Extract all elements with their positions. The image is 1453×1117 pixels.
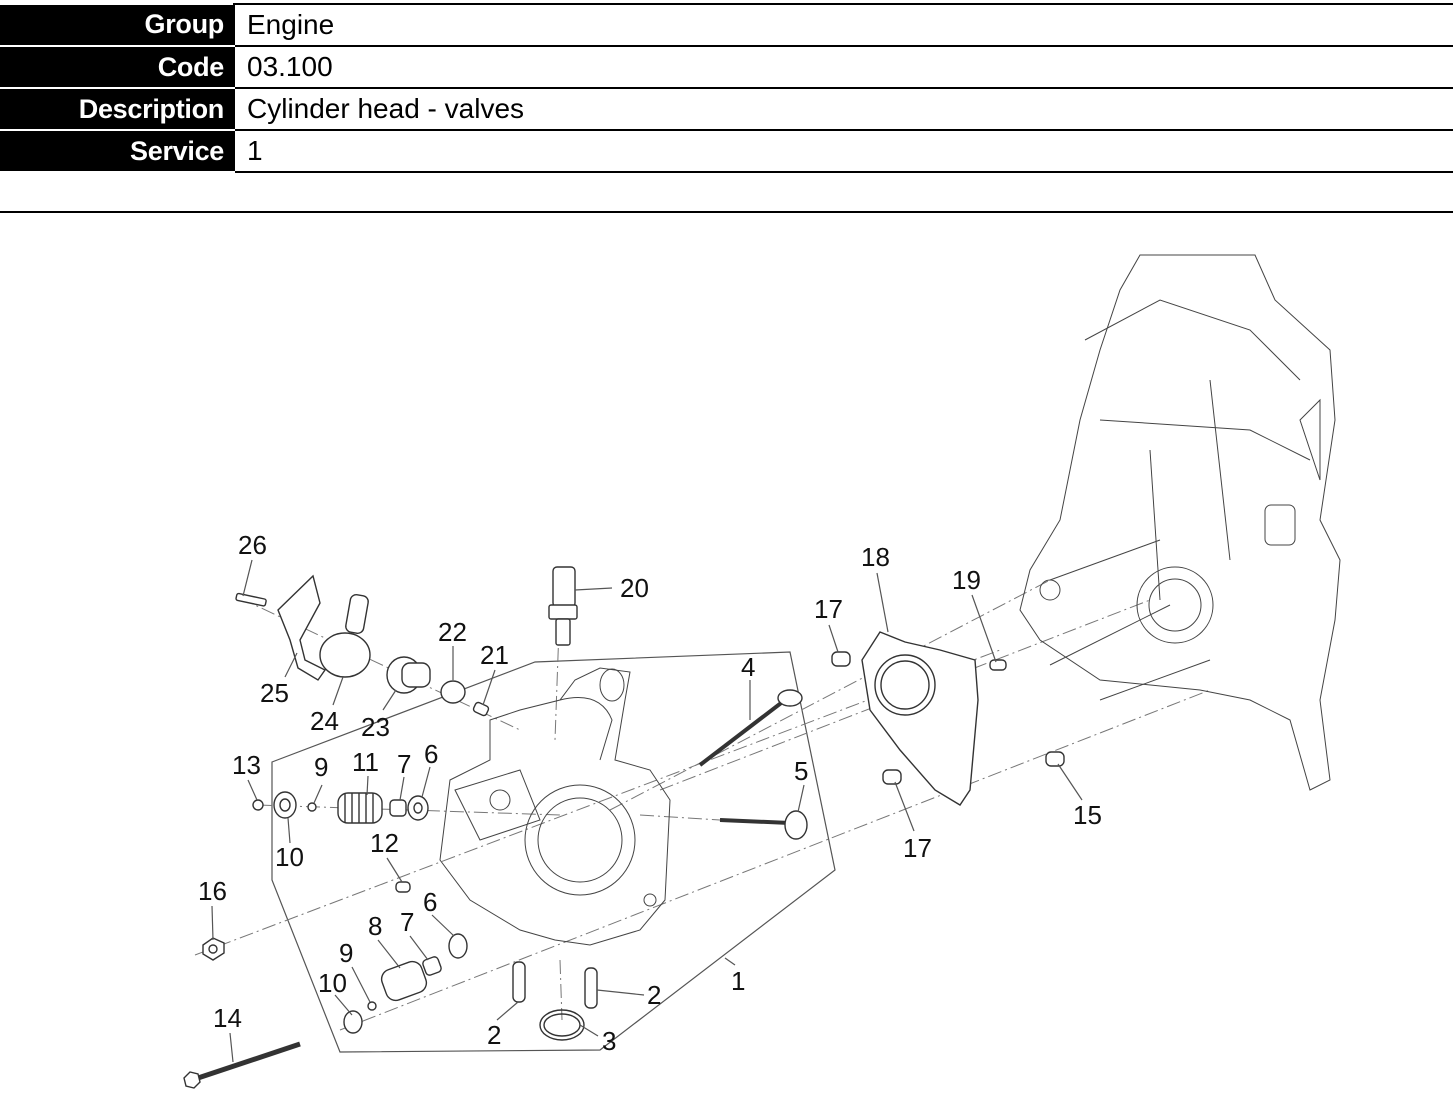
valve-seal-7-lower [422,956,442,976]
callout-23: 23 [361,712,390,742]
callout-9-lower: 9 [339,938,353,968]
service-label: Service [0,129,234,173]
code-row: Code 03.100 [0,45,1453,89]
axis-line [609,579,1051,811]
thermostat-23 [386,656,431,694]
dowel-17-lower [882,769,902,785]
spring-seat-6-lower [448,933,468,959]
callout-1: 1 [731,966,745,996]
callout-21: 21 [480,640,509,670]
callout-26: 26 [238,530,267,560]
group-value: Engine [233,3,1453,47]
callout-12: 12 [370,828,399,858]
callout-3: 3 [602,1026,616,1056]
dowel-19 [989,659,1007,671]
thermostat-housing-24 [319,593,371,678]
callout-22: 22 [438,617,467,647]
callout-18: 18 [861,542,890,572]
callout-7-upper: 7 [397,749,411,779]
nut-16 [202,937,225,961]
dowel-2-right [584,967,598,1009]
callout-17-lower: 17 [903,833,932,863]
spring-cap-10-upper [273,791,297,819]
callout-9-upper: 9 [314,752,328,782]
axis-line [559,959,563,1021]
dowel-17-upper [831,651,851,667]
cap-22 [440,680,466,704]
exhaust-valve-5 [719,810,808,840]
cotter-9-upper [307,802,317,812]
callout-10-upper: 10 [275,842,304,872]
description-value: Cylinder head - valves [233,87,1453,131]
spring-11 [337,792,383,824]
spring-cap-10-lower [343,1010,363,1034]
temperature-sensor-20 [548,566,578,646]
callout-17-upper: 17 [814,594,843,624]
code-label: Code [0,45,234,89]
bracket-25 [277,574,327,681]
group-row: Group Engine [0,3,1453,47]
section-divider [0,211,1453,213]
callouts: 26 20 22 21 25 24 23 4 17 18 19 13 9 11 … [198,530,1102,1056]
dowel-2-left [512,961,526,1003]
code-value: 03.100 [233,45,1453,89]
description-row: Description Cylinder head - valves [0,87,1453,131]
callout-15: 15 [1073,800,1102,830]
info-table: Group Engine Code 03.100 Description Cyl… [0,3,1453,173]
valve-seal-7-upper [389,799,407,817]
callout-5: 5 [794,756,808,786]
callout-20: 20 [620,573,649,603]
callout-2-left: 2 [487,1020,501,1050]
dowel-15 [1045,751,1065,767]
service-value: 1 [233,129,1453,173]
stud-14 [183,1041,301,1089]
dowel-12 [395,881,411,893]
crankcase-block [1019,254,1341,791]
callout-2-right: 2 [647,980,661,1010]
callout-25: 25 [260,678,289,708]
group-label: Group [0,3,234,47]
callout-14: 14 [213,1003,242,1033]
callout-19: 19 [952,565,981,595]
cotter-9-lower [367,1001,377,1011]
spring-8 [380,960,428,1002]
bolt-26 [235,592,267,607]
callout-10-lower: 10 [318,968,347,998]
description-label: Description [0,87,234,131]
cylinder-head-assembly-outline [271,651,836,1053]
callout-11: 11 [352,747,379,777]
callout-4: 4 [741,652,755,682]
callout-6-lower: 6 [423,887,437,917]
callout-16: 16 [198,876,227,906]
axis-line [659,599,1151,791]
head-gasket-18 [861,631,979,806]
intake-valve-4 [698,689,803,767]
exploded-diagram: 26 20 22 21 25 24 23 4 17 18 19 13 9 11 … [183,254,1341,1089]
spring-seat-6-upper [407,795,429,821]
bleed-screw-21 [472,701,490,717]
leader-lines [211,559,1083,1063]
callout-24: 24 [310,706,339,736]
callout-8: 8 [368,911,382,941]
cylinder-head [439,667,671,946]
callout-7-lower: 7 [400,907,414,937]
collet-13 [252,799,264,811]
service-row: Service 1 [0,129,1453,173]
axis-line [339,689,1211,1031]
callout-6-upper: 6 [424,739,438,769]
o-ring-3 [539,1009,585,1041]
callout-13: 13 [232,750,261,780]
